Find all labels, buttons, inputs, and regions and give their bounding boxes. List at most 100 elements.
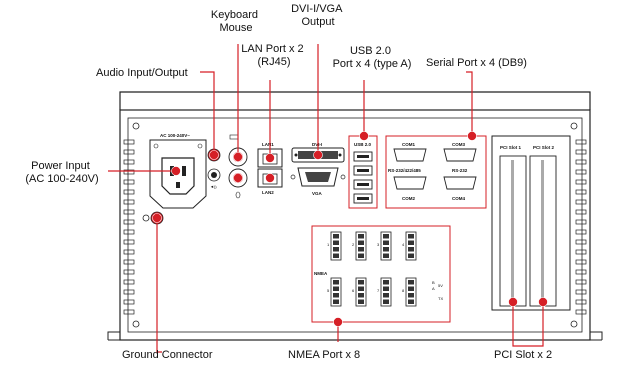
- nmea-terminal-block: [405, 277, 417, 307]
- vent-slot: [575, 299, 587, 305]
- keyboard-mouse-label: Keyboard Mouse: [211, 9, 261, 34]
- nmea-port-number: 1: [327, 242, 330, 247]
- vent-slot: [123, 229, 135, 235]
- nmea-pin: [383, 247, 389, 252]
- usb-port: [353, 151, 373, 162]
- com3-port: [443, 148, 477, 162]
- nmea-pin: [333, 234, 339, 239]
- nmea-pin: [358, 293, 364, 298]
- nmea-pin: [408, 234, 414, 239]
- vent-slot: [575, 219, 587, 225]
- nmea-port-number: 4: [402, 242, 405, 247]
- nmea-terminal-block: [405, 231, 417, 261]
- screw-icon: [132, 320, 140, 328]
- vent-slot: [123, 199, 135, 205]
- mouse-port: [228, 168, 248, 188]
- usb-dot: [359, 131, 369, 141]
- nmea-pin: [383, 253, 389, 258]
- nmea-terminal-block: [330, 231, 342, 261]
- vent-slot: [123, 249, 135, 255]
- nmea-pin: [358, 299, 364, 304]
- vent-slot: [575, 249, 587, 255]
- nmea-dot: [333, 317, 343, 327]
- lan2-dot: [265, 173, 275, 183]
- dvi-vga-label: DVI-I/VGA Output: [291, 3, 345, 28]
- nmea-pin: [358, 253, 364, 258]
- nmea-pin: [408, 286, 414, 291]
- ground-leader: [156, 218, 162, 353]
- nmea-pin: [383, 234, 389, 239]
- nmea-highlight-box: [311, 225, 451, 323]
- nmea-pin: [383, 299, 389, 304]
- chassis: [107, 91, 603, 341]
- nmea-pin: [333, 253, 339, 258]
- vent-slot: [575, 199, 587, 205]
- vent-slot: [575, 189, 587, 195]
- nmea-port-number: 6: [352, 288, 355, 293]
- serial-ports: COM1 COM3 RS-232/422/485 RS-232 COM2 COM…: [385, 135, 487, 209]
- lan1-dot: [265, 153, 275, 163]
- nmea-pin: [333, 299, 339, 304]
- vent-slots-right: [575, 139, 587, 315]
- vent-slot: [575, 229, 587, 235]
- vent-slot: [575, 169, 587, 175]
- nmea-callout-label: NMEA Port x 8: [288, 349, 360, 361]
- nmea-pin: [383, 293, 389, 298]
- nmea-terminal-block: [355, 277, 367, 307]
- nmea-pin: [408, 293, 414, 298]
- pin-5v-label: 5V: [438, 283, 443, 288]
- nmea-pin: [358, 234, 364, 239]
- screw-icon: [132, 122, 140, 130]
- nmea-pin: [383, 286, 389, 291]
- usb-callout-label: USB 2.0 Port x 4 (type A): [333, 45, 412, 70]
- nmea-terminal-block: [380, 231, 392, 261]
- vent-slot: [575, 159, 587, 165]
- nmea-port-number: 5: [327, 288, 330, 293]
- vent-slot: [123, 179, 135, 185]
- vent-slot: [575, 149, 587, 155]
- com1-label: COM1: [402, 142, 415, 147]
- mouse-icon: [235, 191, 241, 199]
- mouse-dot: [233, 173, 243, 183]
- lan2-port: [257, 168, 283, 188]
- vent-slot: [123, 209, 135, 215]
- screw-icon: [570, 122, 578, 130]
- vent-slot: [123, 149, 135, 155]
- audio-leader: [200, 71, 215, 155]
- nmea-pin: [333, 286, 339, 291]
- nmea-pin: [408, 253, 414, 258]
- usb-label: USB 2.0: [354, 142, 372, 147]
- dvi-label: DVI-I: [312, 142, 322, 147]
- pci-leader-2: [522, 302, 544, 347]
- power-dot: [171, 166, 181, 176]
- serial-dot: [467, 131, 477, 141]
- vga-label: VGA: [312, 191, 323, 196]
- nmea-pin: [408, 247, 414, 252]
- serial-highlight-box: [385, 135, 487, 209]
- pci-leader-1: [512, 302, 522, 347]
- vent-slot: [123, 259, 135, 265]
- com2-port: [393, 176, 427, 190]
- serial-callout-label: Serial Port x 4 (DB9): [426, 57, 527, 69]
- com2-label: COM2: [402, 196, 415, 201]
- pin-b-label: B: [432, 280, 435, 285]
- com1-port: [393, 148, 427, 162]
- vent-slot: [123, 169, 135, 175]
- ground-callout-label: Ground Connector: [122, 349, 213, 361]
- pci2-dot: [538, 297, 548, 307]
- vent-slot: [575, 309, 587, 315]
- vga-port: [297, 167, 339, 187]
- nmea-pin: [383, 240, 389, 245]
- nmea-label: NMEA: [314, 271, 328, 276]
- pci-callout-label: PCI Slot x 2: [494, 349, 552, 361]
- vent-slot: [123, 189, 135, 195]
- nmea-pin: [408, 299, 414, 304]
- pci1-dot: [508, 297, 518, 307]
- callout-dots: [152, 131, 548, 327]
- vent-slot: [123, 299, 135, 305]
- vent-slots-left: [123, 139, 135, 315]
- callout-labels: Keyboard Mouse DVI-I/VGA Output LAN Port…: [25, 3, 552, 361]
- nmea-port-number: 7: [377, 288, 380, 293]
